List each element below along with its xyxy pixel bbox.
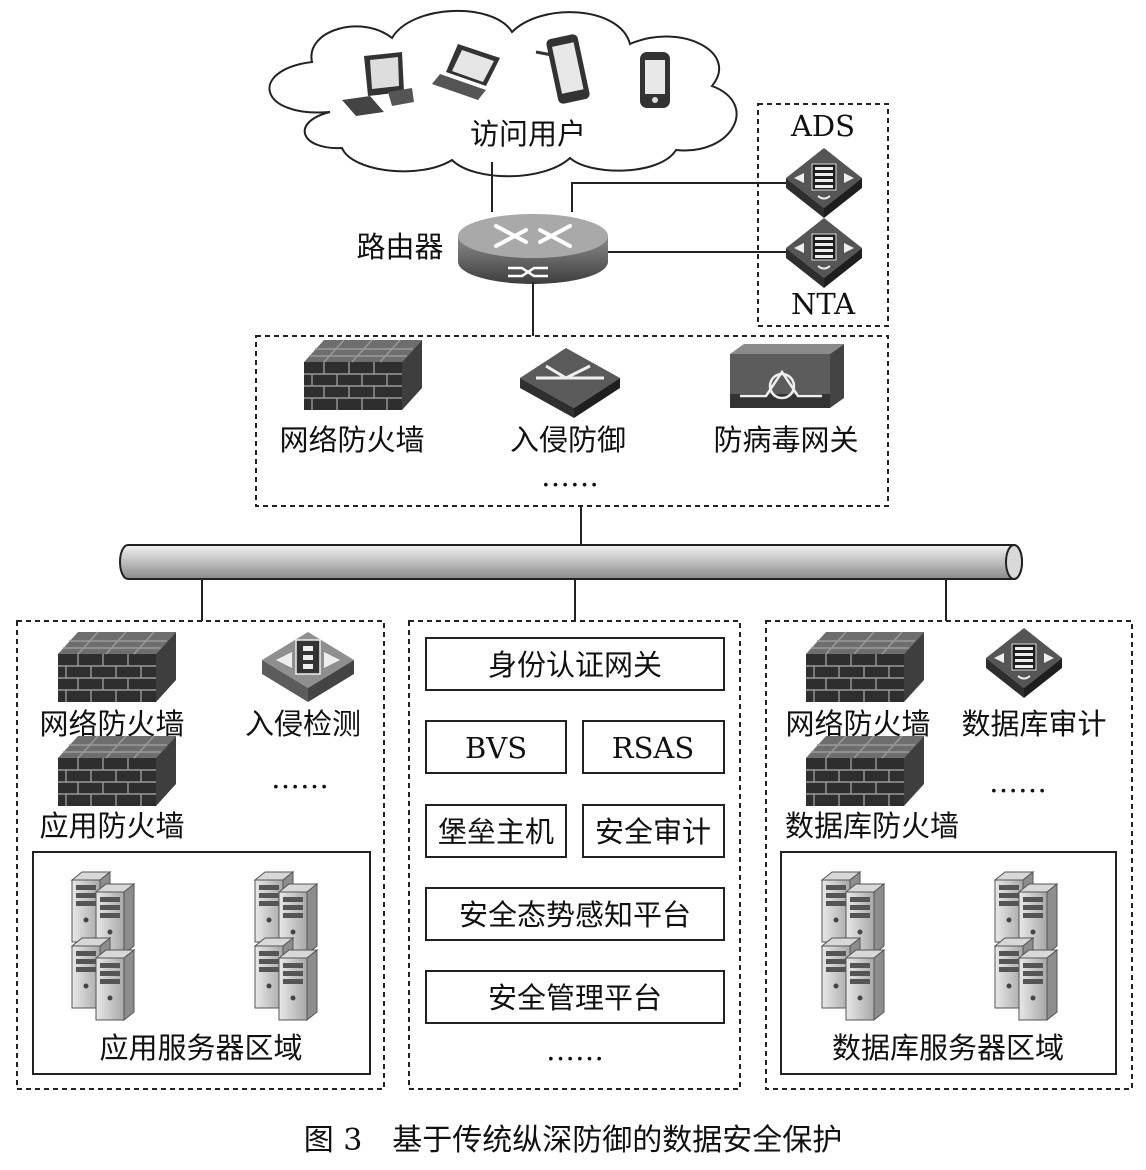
right-more-label: …… <box>989 765 1047 799</box>
left-more-label: …… <box>271 761 329 795</box>
ads-device-icon <box>785 147 863 219</box>
link-router-ads <box>571 182 790 212</box>
db-server-cluster-icon <box>995 872 1057 1020</box>
desktop-computer-icon <box>342 52 414 116</box>
ips-device-icon <box>520 348 620 418</box>
laptop-icon <box>432 44 500 100</box>
bvs-box <box>425 720 567 774</box>
rsas-label: RSAS <box>612 731 695 765</box>
security-audit-label: 安全审计 <box>595 815 711 849</box>
antivirus-gateway-icon <box>730 344 844 408</box>
left-firewall-icon <box>57 631 177 703</box>
application-firewall-icon <box>57 735 177 807</box>
security-management-box <box>425 970 725 1024</box>
ids-device-icon <box>262 632 354 702</box>
router: 路由器 <box>356 214 608 284</box>
application-firewall-label: 应用防火墙 <box>39 809 184 843</box>
bastion-host-label: 堡垒主机 <box>438 815 554 849</box>
nta-device-icon <box>785 217 863 289</box>
database-zone: 网络防火墙 数据库审计 …… 数据库防火墙 数据库服务器区域 <box>765 620 1133 1090</box>
database-audit-icon <box>985 627 1063 699</box>
security-audit-box <box>582 804 725 858</box>
rsas-box <box>582 720 725 774</box>
right-firewall-label: 网络防火墙 <box>785 707 930 741</box>
firewall-icon <box>303 339 423 411</box>
middle-more-label: …… <box>546 1033 604 1067</box>
perimeter-ips-label: 入侵防御 <box>510 423 626 457</box>
application-zone: 网络防火墙 入侵检测 …… 应用防火墙 应用服务器区域 <box>16 620 385 1090</box>
identity-gateway-box <box>425 637 725 691</box>
ids-label: 入侵检测 <box>245 707 361 741</box>
app-server-cluster-icon <box>72 872 134 1020</box>
smartphone-icon <box>640 52 670 108</box>
database-servers-label: 数据库服务器区域 <box>832 1031 1064 1065</box>
situation-awareness-box <box>425 887 725 941</box>
ads-nta-box: ADS NTA <box>757 103 889 327</box>
application-servers-label: 应用服务器区域 <box>99 1031 302 1065</box>
tablet-icon <box>535 34 590 104</box>
figure-caption: 图 3 基于传统纵深防御的数据安全保护 <box>304 1123 843 1158</box>
security-management-label: 安全管理平台 <box>488 981 662 1015</box>
db-server-cluster-icon <box>822 872 884 1020</box>
perimeter-av-gateway-label: 防病毒网关 <box>713 423 858 457</box>
identity-gateway-label: 身份认证网关 <box>488 648 662 682</box>
database-firewall-label: 数据库防火墙 <box>785 809 959 843</box>
ads-label: ADS <box>790 109 855 143</box>
perimeter-more-label: …… <box>541 459 599 493</box>
situation-awareness-label: 安全态势感知平台 <box>459 898 691 932</box>
network-bus <box>119 544 1023 580</box>
router-label: 路由器 <box>356 230 443 264</box>
right-firewall-icon <box>805 631 925 703</box>
bastion-host-box <box>425 804 567 858</box>
database-firewall-icon <box>805 735 925 807</box>
perimeter-firewall-label: 网络防火墙 <box>279 423 424 457</box>
database-servers-box <box>780 851 1117 1075</box>
access-users-label: 访问用户 <box>470 117 586 151</box>
nta-label: NTA <box>791 287 856 321</box>
security-management-zone: 身份认证网关 BVS RSAS 堡垒主机 安全审计 安全态势感知平台 安全管理平… <box>408 620 741 1090</box>
perimeter-security-box: 网络防火墙 入侵防御 防病毒网关 …… <box>255 335 889 507</box>
application-servers-box <box>32 851 371 1075</box>
database-audit-label: 数据库审计 <box>961 707 1106 741</box>
bvs-label: BVS <box>465 731 527 765</box>
app-server-cluster-icon <box>255 872 317 1020</box>
access-users-cloud: 访问用户 <box>268 9 738 178</box>
left-firewall-label: 网络防火墙 <box>39 707 184 741</box>
